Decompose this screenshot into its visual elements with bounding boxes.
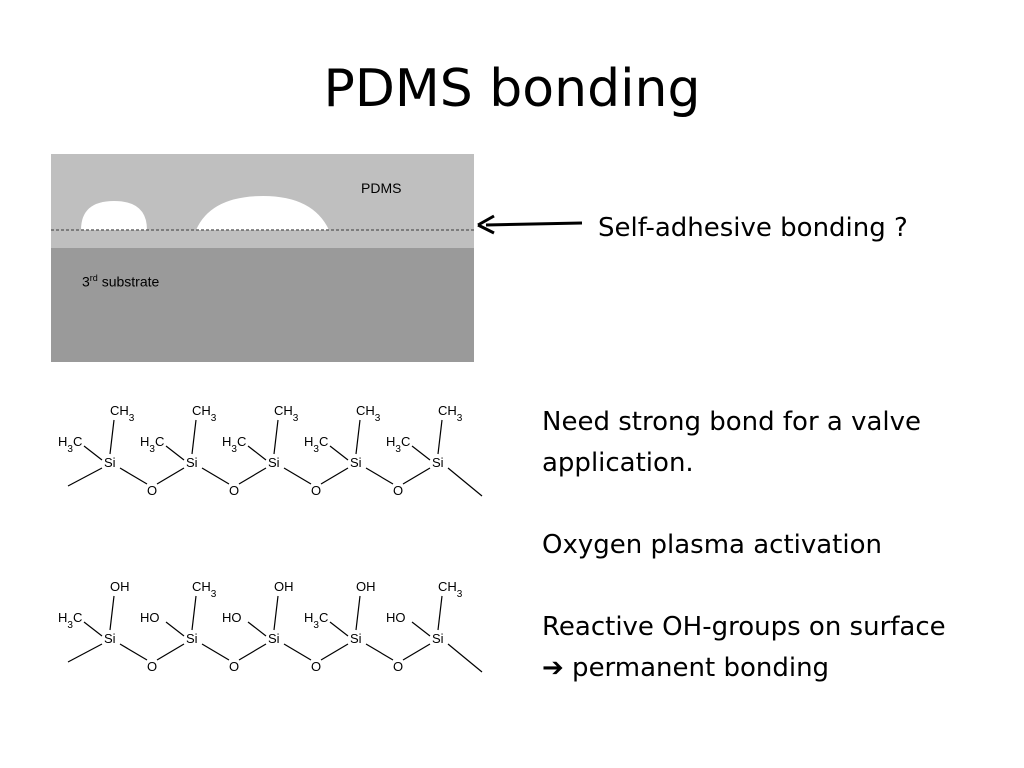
o-bridge-atom: O bbox=[311, 659, 321, 674]
top-group-label: CH3 bbox=[438, 403, 463, 424]
bond-o-si bbox=[238, 643, 267, 661]
void-small bbox=[81, 201, 147, 230]
bond-side bbox=[165, 621, 185, 637]
layer-cross-section-diagram bbox=[51, 154, 474, 362]
bond-si-o bbox=[201, 467, 230, 485]
bond-side bbox=[247, 445, 267, 461]
side-group-label: H3C bbox=[386, 434, 410, 455]
top-group-label: OH bbox=[274, 580, 294, 594]
side-group-label: H3C bbox=[58, 434, 82, 455]
bond-top bbox=[191, 595, 197, 631]
bond-si-o bbox=[365, 467, 394, 485]
bond-side bbox=[83, 621, 103, 637]
void-large bbox=[196, 196, 329, 230]
o-bridge-atom: O bbox=[393, 483, 403, 498]
bond-side bbox=[247, 621, 267, 637]
side-group-label: HO bbox=[386, 610, 406, 625]
side-group-label: HO bbox=[140, 610, 160, 625]
si-atom: Si bbox=[350, 455, 362, 470]
bond-si-o bbox=[201, 643, 230, 661]
side-group-label: H3C bbox=[58, 610, 82, 631]
top-group-label: CH3 bbox=[110, 403, 135, 424]
side-group-label: H3C bbox=[304, 610, 328, 631]
bond-o-si bbox=[156, 467, 185, 485]
bond-o-si bbox=[156, 643, 185, 661]
substrate-layer bbox=[51, 248, 474, 362]
top-group-label: OH bbox=[110, 580, 130, 594]
bullet-line: Reactive OH-groups on surface bbox=[542, 612, 946, 642]
bond-si-o bbox=[283, 643, 312, 661]
bond-top bbox=[109, 595, 115, 631]
si-atom: Si bbox=[268, 455, 280, 470]
bullet-text-block: Need strong bond for a valve application… bbox=[542, 402, 1012, 689]
si-atom: Si bbox=[268, 631, 280, 646]
bond-side bbox=[83, 445, 103, 461]
side-group-label: H3C bbox=[304, 434, 328, 455]
substrate-label: 3rd substrate bbox=[82, 273, 160, 290]
pdms-label: PDMS bbox=[361, 180, 402, 196]
side-group-label: H3C bbox=[222, 434, 246, 455]
si-atom: Si bbox=[104, 455, 116, 470]
side-group-label: H3C bbox=[140, 434, 164, 455]
o-bridge-atom: O bbox=[311, 483, 321, 498]
bullet-line: application. bbox=[542, 448, 694, 478]
top-group-label: CH3 bbox=[192, 403, 217, 424]
bond-side bbox=[329, 621, 349, 637]
bond-top bbox=[437, 419, 443, 455]
bond-si-o bbox=[119, 467, 148, 485]
si-atom: Si bbox=[186, 631, 198, 646]
bond-side bbox=[165, 445, 185, 461]
bond-top bbox=[273, 419, 279, 455]
bond-top bbox=[355, 419, 361, 455]
top-group-label: CH3 bbox=[192, 580, 217, 600]
bond-side bbox=[411, 445, 431, 461]
bond-o-si bbox=[402, 467, 431, 485]
o-bridge-atom: O bbox=[147, 659, 157, 674]
bond-si-o bbox=[119, 643, 148, 661]
chain-end-right bbox=[447, 643, 483, 673]
bond-top bbox=[191, 419, 197, 455]
chain-end-right bbox=[447, 467, 483, 497]
si-atom: Si bbox=[350, 631, 362, 646]
top-group-label: CH3 bbox=[356, 403, 381, 424]
top-group-label: OH bbox=[356, 580, 376, 594]
page-title: PDMS bonding bbox=[323, 59, 701, 119]
o-bridge-atom: O bbox=[393, 659, 403, 674]
pdms-chain-before: SiCH3H3COSiCH3H3COSiCH3H3COSiCH3H3COSiCH… bbox=[58, 403, 483, 498]
si-atom: Si bbox=[432, 455, 444, 470]
bullet-line: ➔ permanent bonding bbox=[542, 653, 830, 683]
bond-o-si bbox=[320, 643, 349, 661]
si-atom: Si bbox=[432, 631, 444, 646]
bond-si-o bbox=[365, 643, 394, 661]
si-atom: Si bbox=[186, 455, 198, 470]
o-bridge-atom: O bbox=[147, 483, 157, 498]
bond-o-si bbox=[238, 467, 267, 485]
arrow-left-icon bbox=[477, 214, 583, 235]
bond-top bbox=[437, 595, 443, 631]
bond-top bbox=[109, 419, 115, 455]
bond-side bbox=[329, 445, 349, 461]
self-adhesive-label: Self-adhesive bonding ? bbox=[598, 213, 908, 243]
bullet-line: Oxygen plasma activation bbox=[542, 530, 882, 560]
o-bridge-atom: O bbox=[229, 659, 239, 674]
bullet-line: Need strong bond for a valve bbox=[542, 407, 922, 437]
si-atom: Si bbox=[104, 631, 116, 646]
side-group-label: HO bbox=[222, 610, 242, 625]
bond-top bbox=[355, 595, 361, 631]
bond-o-si bbox=[320, 467, 349, 485]
bond-top bbox=[273, 595, 279, 631]
top-group-label: CH3 bbox=[274, 403, 299, 424]
o-bridge-atom: O bbox=[229, 483, 239, 498]
bond-o-si bbox=[402, 643, 431, 661]
chain-end-left bbox=[67, 467, 103, 487]
right-arrow-icon: ➔ bbox=[542, 653, 564, 683]
top-group-label: CH3 bbox=[438, 580, 463, 600]
chain-end-left bbox=[67, 643, 103, 663]
bond-si-o bbox=[283, 467, 312, 485]
bond-side bbox=[411, 621, 431, 637]
